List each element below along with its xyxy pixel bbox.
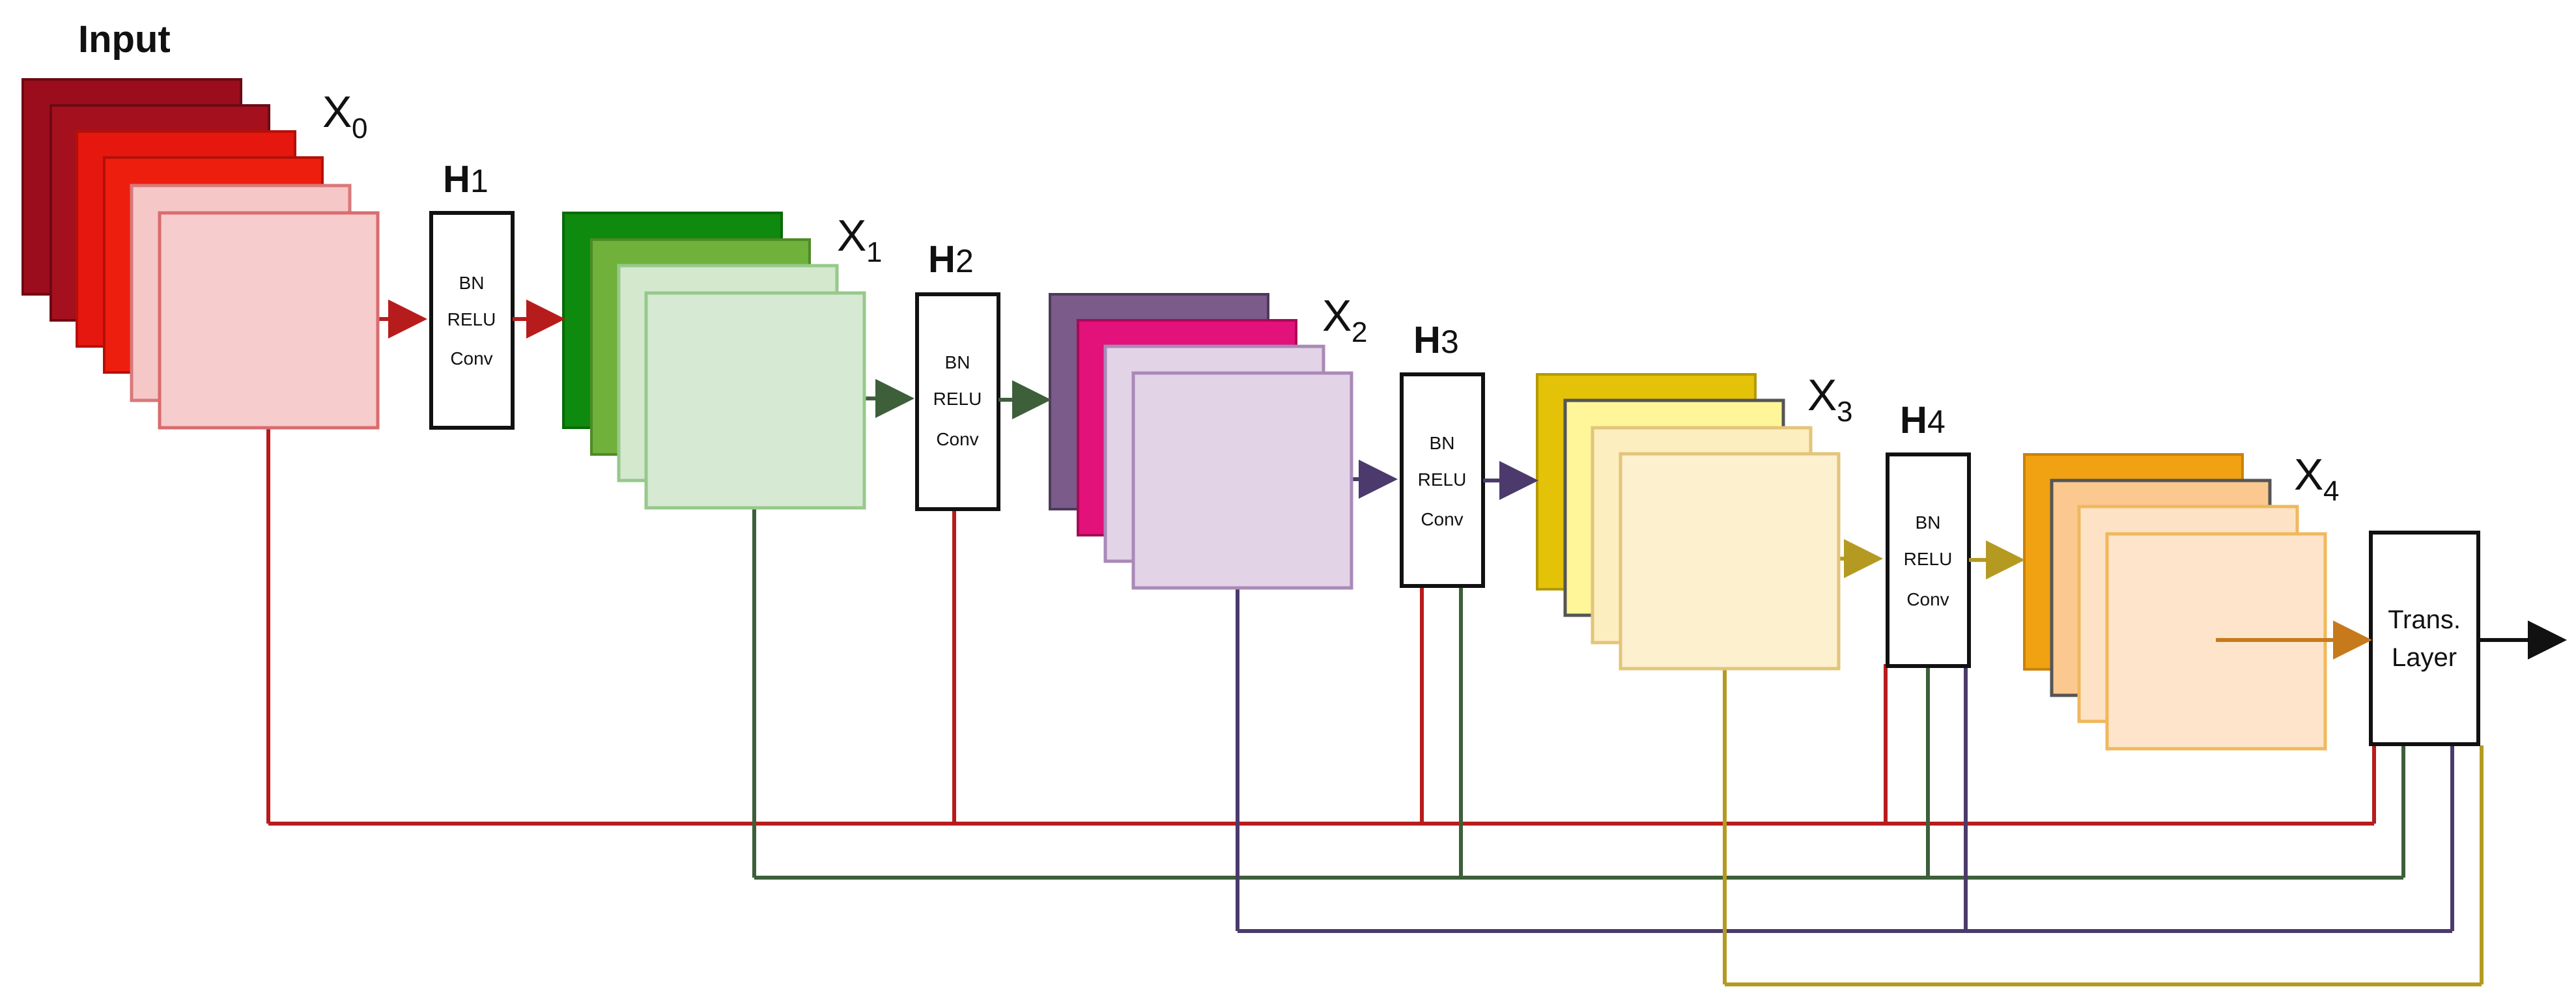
layer-box-h1: BN RELU Conv xyxy=(429,211,515,430)
svg-text:H: H xyxy=(443,158,470,201)
label-h2: H 2 xyxy=(928,238,974,281)
feature-map-stack-x3 xyxy=(1536,373,1841,671)
forward-arrows xyxy=(513,299,2567,660)
svg-text:X: X xyxy=(2294,450,2323,499)
label-x2: X 2 xyxy=(1322,291,1367,348)
h1-line-3: Conv xyxy=(450,348,492,369)
h4-line-3: Conv xyxy=(1906,589,1949,609)
svg-text:0: 0 xyxy=(352,113,367,145)
h3-line-3: Conv xyxy=(1421,509,1463,529)
label-x3: X 3 xyxy=(1807,370,1852,428)
feature-map-stack-x0 xyxy=(21,78,380,430)
svg-text:X: X xyxy=(322,87,352,137)
label-x4: X 4 xyxy=(2294,450,2339,507)
svg-text:1: 1 xyxy=(866,236,882,268)
layer-box-h4: BN RELU Conv xyxy=(1886,452,1971,668)
label-h1: H 1 xyxy=(443,158,488,201)
svg-text:H: H xyxy=(1413,319,1441,361)
h2-line-2: RELU xyxy=(933,389,982,409)
h3-line-2: RELU xyxy=(1418,469,1467,490)
feature-map-stack-x4 xyxy=(2023,453,2327,751)
svg-text:3: 3 xyxy=(1837,396,1852,428)
svg-text:X: X xyxy=(1807,370,1837,420)
h2-line-3: Conv xyxy=(936,429,978,449)
label-h4: H 4 xyxy=(1900,399,1946,441)
h2-line-1: BN xyxy=(945,352,970,372)
h1-line-1: BN xyxy=(459,273,485,293)
h4-line-2: RELU xyxy=(1904,549,1953,569)
label-x1: X 1 xyxy=(837,211,882,268)
transition-line-2: Layer xyxy=(2392,643,2457,672)
svg-text:4: 4 xyxy=(1927,404,1946,440)
layer-box-h3: BN RELU Conv xyxy=(1400,372,1485,588)
svg-text:X: X xyxy=(1322,291,1352,341)
h1-line-2: RELU xyxy=(447,309,496,329)
feature-map-stack-x2 xyxy=(1049,293,1353,590)
svg-text:X: X xyxy=(837,211,866,260)
label-x0: X 0 xyxy=(322,87,367,145)
svg-text:1: 1 xyxy=(470,163,488,199)
layer-box-h2: BN RELU Conv xyxy=(915,292,1000,511)
svg-text:4: 4 xyxy=(2323,475,2339,507)
svg-text:2: 2 xyxy=(1352,316,1367,348)
transition-layer-box: Trans. Layer xyxy=(2369,531,2480,746)
feature-map-stack-x1 xyxy=(562,212,866,510)
svg-text:3: 3 xyxy=(1441,324,1459,360)
svg-text:H: H xyxy=(1900,399,1927,441)
svg-text:2: 2 xyxy=(955,243,974,279)
transition-line-1: Trans. xyxy=(2388,605,2461,634)
h4-line-1: BN xyxy=(1916,512,1941,533)
label-h3: H 3 xyxy=(1413,319,1459,361)
input-label: Input xyxy=(78,18,171,61)
svg-text:H: H xyxy=(928,238,955,281)
h3-line-1: BN xyxy=(1430,433,1455,453)
